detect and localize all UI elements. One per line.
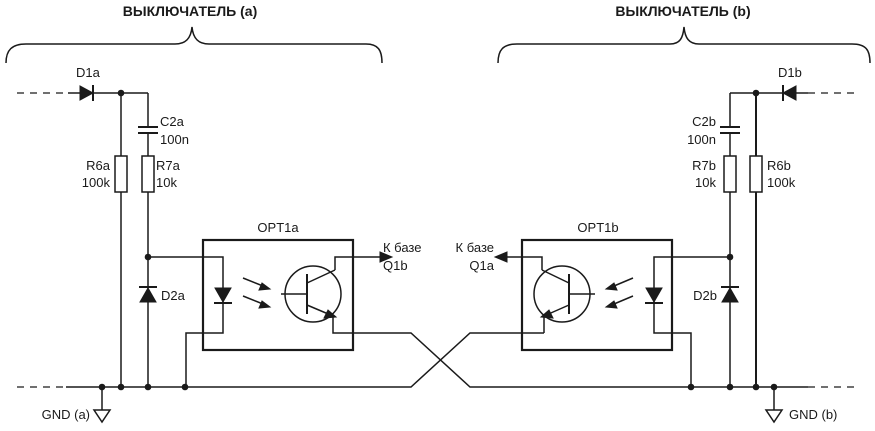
capacitor-c2a: [138, 126, 158, 134]
label-r7b: R7b: [692, 158, 716, 173]
diode-d2b: [721, 286, 739, 303]
label-out-b-1: К базе: [456, 240, 494, 255]
label-gnd-a: GND (a): [42, 407, 90, 422]
junction-bus-r6a: [117, 383, 125, 391]
label-d2b: D2b: [693, 288, 717, 303]
label-out-a-1: К базе: [383, 240, 421, 255]
wire-collector-a: [334, 256, 380, 270]
ground-icon-a: [92, 409, 112, 424]
transistor-opt1b: [533, 265, 595, 323]
diode-d1b: [781, 85, 797, 101]
arrow-out-a: [379, 251, 394, 263]
value-r7a: 10k: [156, 175, 177, 190]
resistor-r6b: [749, 155, 763, 193]
wire-led-b: [653, 256, 730, 387]
ground-icon-b: [764, 409, 784, 424]
optocoupler-opt1a: [201, 238, 355, 352]
junction-bus-r7b: [726, 383, 734, 391]
wire-led-a: [148, 256, 224, 387]
value-r6a: 100k: [82, 175, 111, 190]
section-title-switch-b: ВЫКЛЮЧАТЕЛЬ (b): [615, 3, 750, 19]
label-opt1a: OPT1a: [257, 220, 299, 235]
light-arrows-opt1a: [242, 277, 272, 309]
capacitor-c2b: [720, 126, 740, 134]
diode-d1a: [79, 85, 95, 101]
junction-bus-led-b: [687, 383, 695, 391]
label-c2a: C2a: [160, 114, 185, 129]
label-r6b: R6b: [767, 158, 791, 173]
section-title-switch-a: ВЫКЛЮЧАТЕЛЬ (a): [123, 3, 257, 19]
label-r6a: R6a: [86, 158, 111, 173]
label-out-a-2: Q1b: [383, 258, 408, 273]
light-arrows-opt1b: [604, 277, 634, 309]
junction-bus-r6b: [752, 383, 760, 391]
label-d1b: D1b: [778, 65, 802, 80]
label-opt1b: OPT1b: [577, 220, 618, 235]
junction-bus-led-a: [181, 383, 189, 391]
value-r7b: 10k: [695, 175, 716, 190]
brace-switch-b: [497, 26, 871, 64]
label-d2a: D2a: [161, 288, 186, 303]
value-r6b: 100k: [767, 175, 796, 190]
label-c2b: C2b: [692, 114, 716, 129]
label-r7a: R7a: [156, 158, 181, 173]
label-d1a: D1a: [76, 65, 101, 80]
value-c2b: 100n: [687, 132, 716, 147]
value-c2a: 100n: [160, 132, 189, 147]
led-opt1b: [645, 287, 663, 304]
label-out-b-2: Q1a: [469, 258, 494, 273]
resistor-r7a: [141, 155, 155, 193]
resistor-r7b: [723, 155, 737, 193]
resistor-r6a: [114, 155, 128, 193]
arrow-out-b: [493, 251, 508, 263]
transistor-opt1a: [281, 265, 342, 323]
brace-switch-a: [5, 26, 383, 64]
label-gnd-b: GND (b): [789, 407, 837, 422]
wire-emitter-a-cross: [332, 316, 540, 388]
bus-line-a: [66, 332, 540, 388]
wire-collector-b: [507, 256, 543, 270]
junction-bus-r7a: [144, 383, 152, 391]
diode-d2a: [139, 286, 157, 303]
led-opt1a: [214, 287, 232, 304]
optocoupler-opt1b: [520, 238, 674, 352]
